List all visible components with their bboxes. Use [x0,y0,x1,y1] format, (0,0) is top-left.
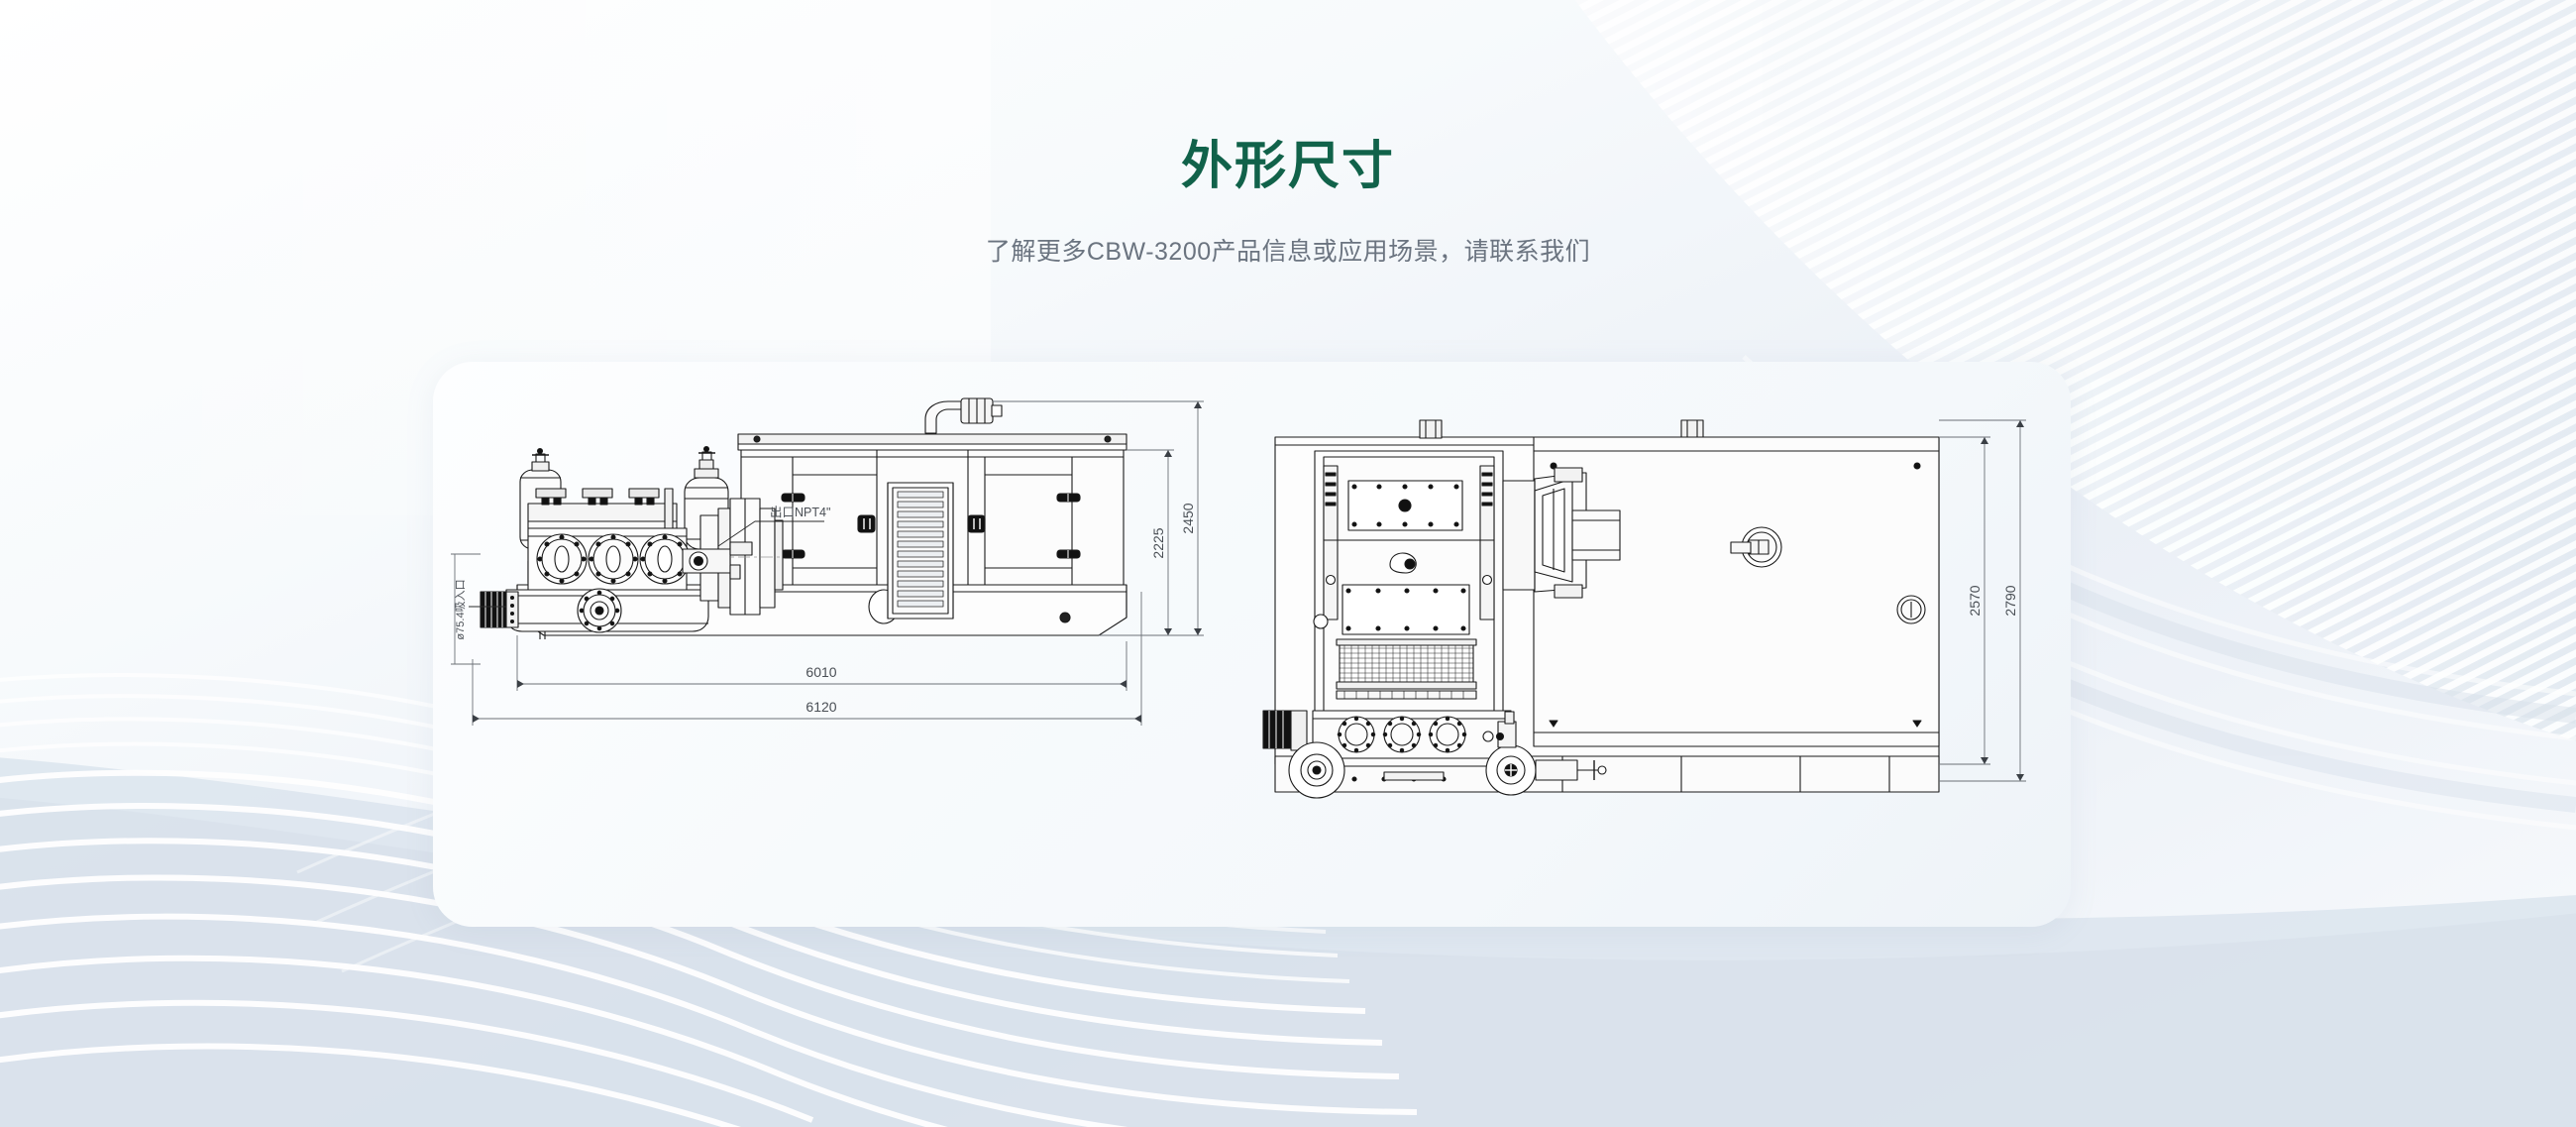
section-header: 外形尺寸 了解更多CBW-3200产品信息或应用场景，请联系我们 [0,0,2576,270]
page-title: 外形尺寸 [1180,138,1395,195]
dimension-2225: 2225 [1150,527,1166,558]
dimension-2790: 2790 [2002,585,2018,616]
dimension-2570: 2570 [1967,585,1983,616]
dimension-6010: 6010 [805,664,836,680]
top-plan-view: 2570 2790 [1245,362,2071,927]
page-subtitle: 了解更多CBW-3200产品信息或应用场景，请联系我们 [985,238,1591,267]
callout-inlet: ø75.4吸入口 [455,579,467,639]
dimension-6120: 6120 [805,699,836,715]
dimension-2450: 2450 [1180,503,1196,533]
dimension-drawing-card: 出口NPT4" ø75.4吸入口 [433,362,2071,927]
callout-outlet: 出口NPT4" [770,506,830,519]
front-elevation-view: 出口NPT4" ø75.4吸入口 [433,362,1245,927]
